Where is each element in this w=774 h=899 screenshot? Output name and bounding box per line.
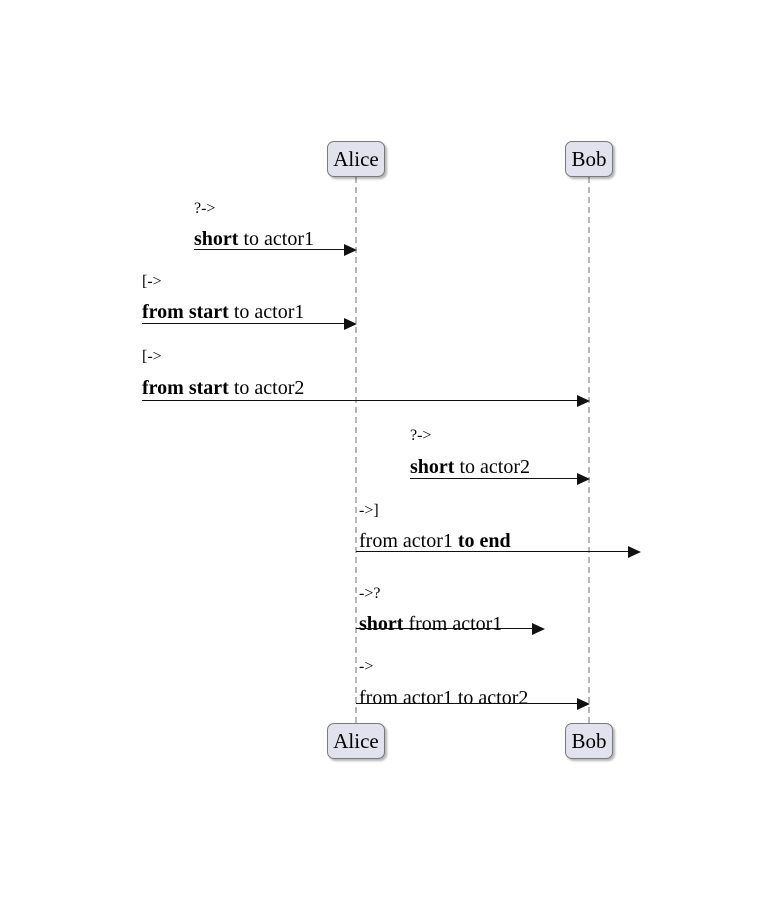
message-arrow-head-3 (577, 395, 590, 407)
message-arrow-head-6 (532, 623, 545, 635)
actor-box-bob-top[interactable]: Bob (565, 141, 613, 177)
message-arrow-head-4 (577, 473, 590, 485)
message-arrow-line-6 (356, 628, 532, 629)
message-label-3: from start to actor2 (142, 377, 305, 399)
actor-label-bob-bottom: Bob (571, 728, 607, 753)
message-label-4: short to actor2 (410, 456, 530, 478)
actor-box-alice-top[interactable]: Alice (327, 141, 385, 177)
message-syntax-2: [-> (142, 273, 162, 290)
message-label-7: from actor1 to actor2 (359, 687, 529, 709)
message-arrow-line-3 (142, 400, 577, 401)
actor-box-bob-bottom[interactable]: Bob (565, 723, 613, 759)
message-syntax-6: ->? (359, 585, 381, 602)
lifeline-bob (588, 177, 590, 723)
message-syntax-1: ?-> (194, 200, 216, 217)
message-arrow-line-1 (194, 249, 344, 250)
actor-label-alice-top: Alice (333, 146, 379, 171)
message-label-1: short to actor1 (194, 228, 314, 250)
message-arrow-line-4 (410, 478, 577, 479)
message-syntax-4: ?-> (410, 427, 432, 444)
message-label-2: from start to actor1 (142, 301, 305, 323)
message-syntax-3: [-> (142, 348, 162, 365)
message-arrow-head-5 (628, 546, 641, 558)
message-arrow-line-2 (142, 323, 344, 324)
message-label-5: from actor1 to end (359, 530, 511, 552)
message-arrow-head-1 (344, 244, 357, 256)
message-arrow-line-7 (356, 703, 577, 704)
message-arrow-head-7 (577, 698, 590, 710)
actor-label-bob-top: Bob (571, 146, 607, 171)
message-syntax-5: ->] (359, 502, 379, 519)
message-label-6: short from actor1 (359, 613, 503, 635)
actor-label-alice-bottom: Alice (333, 728, 379, 753)
actor-box-alice-bottom[interactable]: Alice (327, 723, 385, 759)
message-arrow-head-2 (344, 318, 357, 330)
message-arrow-line-5 (356, 551, 628, 552)
lifeline-alice (355, 177, 357, 723)
message-syntax-7: -> (359, 658, 374, 675)
